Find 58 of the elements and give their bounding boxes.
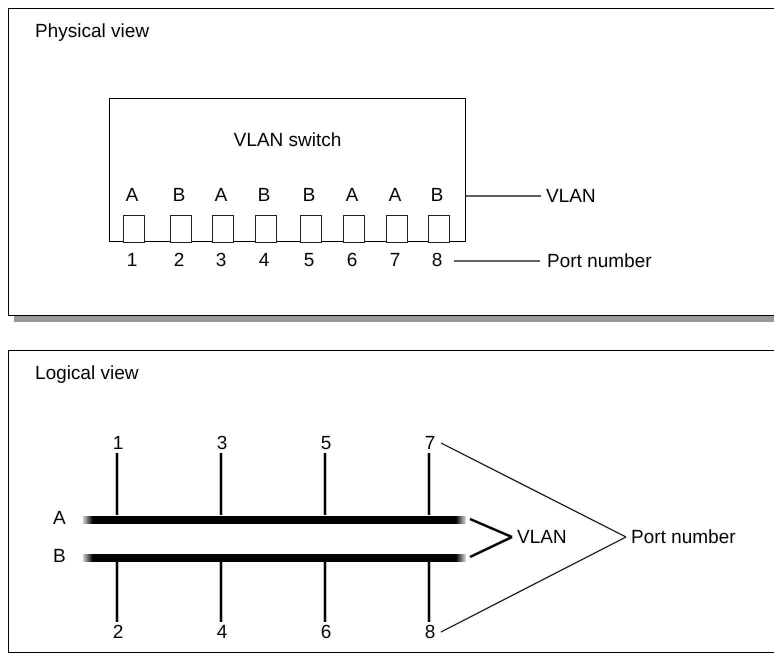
port-number: 1: [126, 250, 138, 272]
connector-line: [220, 561, 222, 622]
device-title: VLAN switch: [232, 130, 342, 152]
port-socket: [428, 215, 450, 243]
connector-line: [469, 536, 513, 558]
port-socket: [170, 215, 192, 243]
vlan-letter: B: [302, 185, 316, 207]
view-panel: [8, 350, 774, 653]
bus-name: B: [53, 546, 66, 568]
callout-label: VLAN: [517, 527, 577, 549]
connector-line: [116, 561, 118, 622]
connector-line: [324, 453, 326, 515]
vlan-letter: B: [256, 185, 272, 207]
port-number: 1: [106, 434, 130, 454]
connector-line: [220, 453, 222, 515]
port-socket: [255, 215, 277, 243]
port-socket: [123, 215, 145, 243]
panel-heading: Physical view: [35, 21, 150, 43]
port-number: 3: [210, 434, 234, 454]
connector-line: [470, 518, 512, 538]
panel-heading: Logical view: [35, 363, 138, 385]
connector-line: [465, 195, 541, 197]
vlan-letter: B: [172, 185, 186, 207]
port-number: 6: [346, 250, 358, 272]
connector-line: [440, 442, 626, 538]
port-socket: [300, 215, 322, 243]
callout-label: VLAN: [546, 186, 606, 208]
port-number: 5: [302, 250, 316, 272]
callout-label: Port number: [631, 527, 761, 549]
port-number: 8: [430, 250, 444, 272]
connector-line: [116, 453, 118, 515]
port-number: 8: [418, 623, 442, 643]
connector-line: [428, 453, 430, 515]
connector-line: [324, 561, 326, 622]
view-panel: [8, 8, 774, 316]
port-number: 2: [106, 623, 130, 643]
switch-box: [109, 98, 466, 242]
port-number: 4: [258, 250, 270, 272]
connector-line: [440, 536, 626, 633]
callout-label: Port number: [547, 251, 677, 273]
vlan-letter: A: [388, 185, 402, 207]
bus-name: A: [53, 508, 66, 530]
port-number: 7: [418, 434, 442, 454]
port-number: 5: [314, 434, 338, 454]
port-number: 6: [314, 623, 338, 643]
vlan-letter: A: [214, 185, 228, 207]
port-number: 3: [214, 250, 228, 272]
port-number: 2: [172, 250, 186, 272]
port-number: 4: [210, 623, 234, 643]
port-socket: [343, 215, 365, 243]
vlan-letter: A: [124, 185, 140, 207]
port-number: 7: [388, 250, 402, 272]
vlan-letter: A: [344, 185, 360, 207]
port-socket: [212, 215, 234, 243]
connector-line: [428, 561, 430, 622]
leader-line: [454, 260, 540, 262]
port-socket: [386, 215, 408, 243]
vlan-letter: B: [430, 185, 444, 207]
